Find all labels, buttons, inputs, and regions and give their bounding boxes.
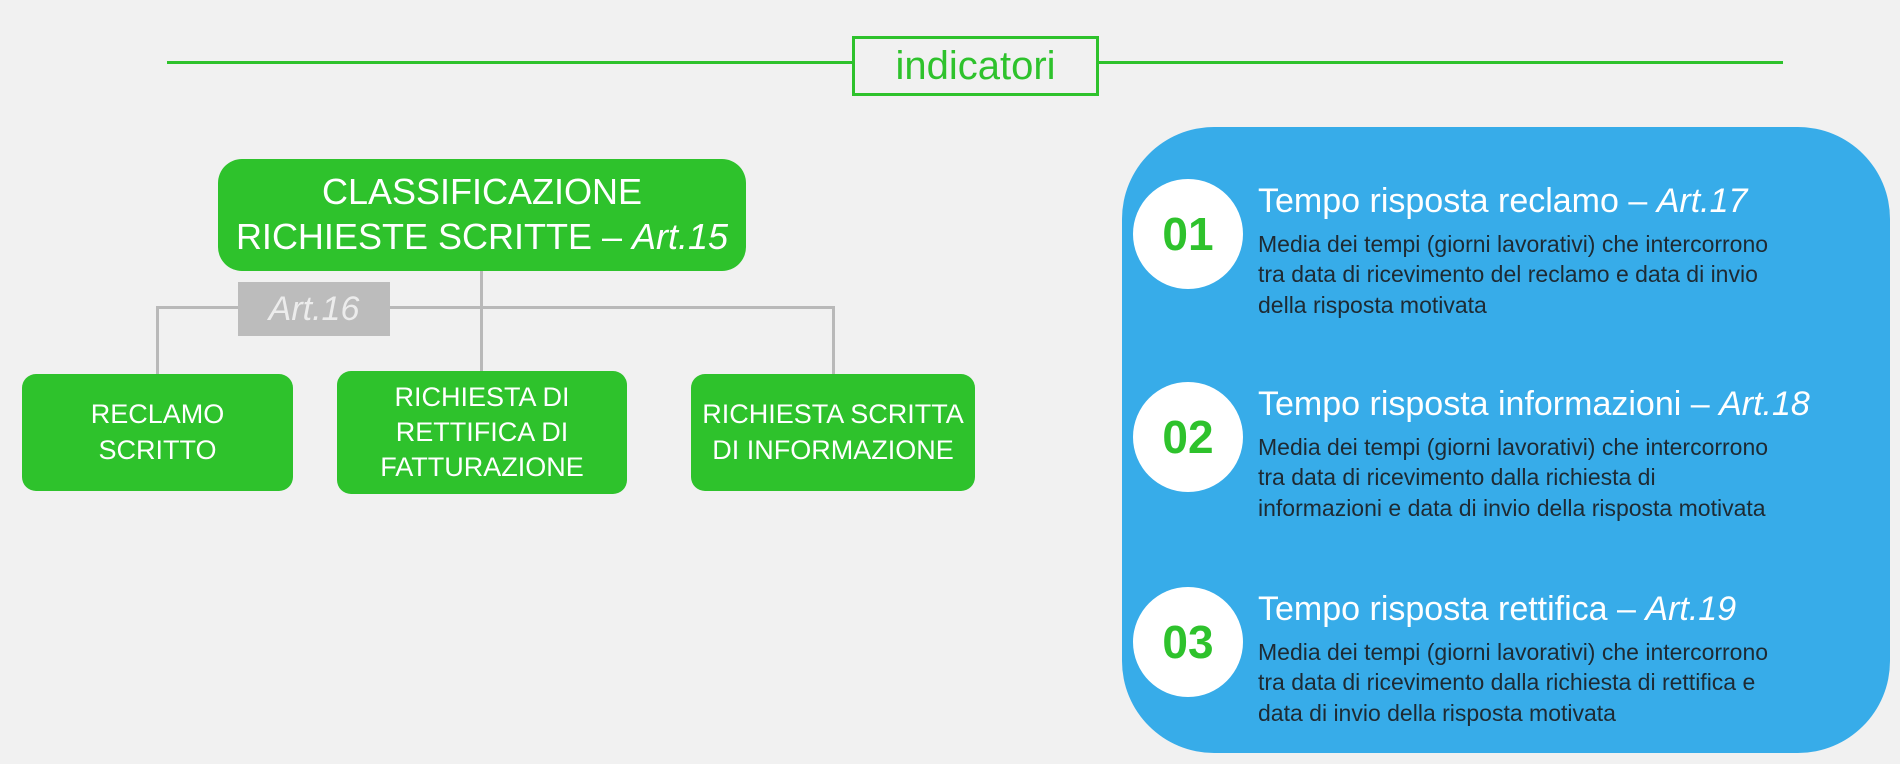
section-title: indicatori [895,43,1056,88]
connector-root-vertical [480,271,483,374]
section-title-box: indicatori [852,36,1099,96]
tree-root-node: CLASSIFICAZIONE RICHIESTE SCRITTE – Art.… [218,159,746,271]
divider-line-right [1099,61,1783,64]
edge-label-art16: Art.16 [238,282,390,336]
kpi-title-2: Tempo risposta informazioni – Art.18 [1258,385,1810,423]
tree-root-line1: CLASSIFICAZIONE [321,171,643,213]
kpi-number-badge-3: 03 [1133,587,1243,697]
kpi-item-2: 02 Tempo risposta informazioni – Art.18 … [1133,382,1810,524]
kpi-title-1: Tempo risposta reclamo – Art.17 [1258,182,1748,220]
kpi-number-badge-2: 02 [1133,382,1243,492]
kpi-item-3: 03 Tempo risposta rettifica – Art.19 Med… [1133,587,1768,729]
node-reclamo-scritto: RECLAMO SCRITTO [22,374,293,491]
kpi-number-badge-1: 01 [1133,179,1243,289]
node-richiesta-rettifica-fatturazione: RICHIESTA DI RETTIFICA DI FATTURAZIONE [337,371,627,494]
connector-left-stub [156,306,159,375]
kpi-item-1: 01 Tempo risposta reclamo – Art.17 Media… [1133,179,1768,321]
kpi-description-1: Media dei tempi (giorni lavorativi) che … [1258,230,1769,318]
node-richiesta-scritta-informazione: RICHIESTA SCRITTA DI INFORMAZIONE [691,374,975,491]
kpi-title-3: Tempo risposta rettifica – Art.19 [1258,590,1737,628]
kpi-description-3: Media dei tempi (giorni lavorativi) che … [1258,638,1769,726]
connector-horizontal [156,306,835,309]
kpi-description-2: Media dei tempi (giorni lavorativi) che … [1258,433,1769,521]
divider-line-left [167,61,852,64]
tree-root-line2: RICHIESTE SCRITTE – Art.15 [235,216,729,257]
kpi-panel: 01 Tempo risposta reclamo – Art.17 Media… [1122,127,1890,753]
connector-right-stub [832,306,835,375]
